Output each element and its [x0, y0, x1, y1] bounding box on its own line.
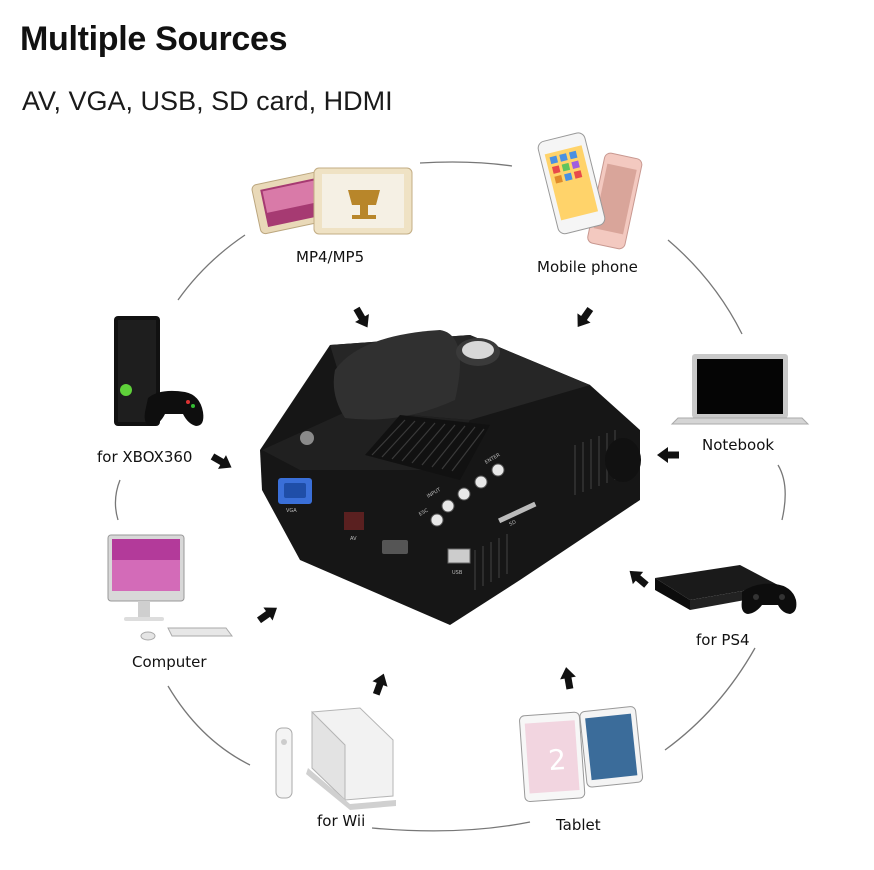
- label-notebook: Notebook: [702, 436, 775, 454]
- projector-image: [260, 330, 641, 625]
- label-wii: for Wii: [317, 812, 366, 830]
- tablet-image: 2: [519, 706, 644, 803]
- label-tablet: Tablet: [556, 816, 601, 834]
- arrows: [210, 306, 679, 696]
- notebook-image: [670, 354, 810, 425]
- arrow-from-computer: [256, 607, 278, 624]
- arrow-from-ps4: [629, 570, 649, 588]
- label-computer: Computer: [132, 653, 207, 671]
- vga-port-icon: [278, 478, 312, 504]
- mobile-phone-image: [537, 132, 643, 250]
- arrow-from-xbox: [210, 453, 232, 469]
- wii-console-image: [275, 707, 396, 810]
- control-buttons: [430, 463, 505, 527]
- arrow-from-wii: [372, 673, 388, 696]
- mp4-player-image: [251, 167, 413, 235]
- hdmi-port-icon: [382, 540, 408, 554]
- label-mobile-phone: Mobile phone: [537, 258, 638, 276]
- page-subtitle: AV, VGA, USB, SD card, HDMI: [22, 86, 393, 116]
- page-title: Multiple Sources: [20, 20, 288, 58]
- top-vent: [365, 415, 490, 480]
- arrow-from-mobile: [577, 306, 594, 328]
- xbox-console-image: [114, 316, 204, 426]
- usb-port-icon: [447, 548, 471, 564]
- label-ps4: for PS4: [696, 631, 750, 649]
- ps4-console-image: [655, 565, 797, 614]
- av-port-icon: [344, 512, 364, 530]
- svg-text:2: 2: [547, 743, 567, 777]
- label-xbox: for XBOX360: [97, 448, 193, 466]
- connection-circle: [114, 161, 786, 832]
- arrow-from-mp4: [353, 306, 369, 328]
- power-button-icon: [300, 431, 314, 445]
- sd-slot-icon: [498, 501, 537, 524]
- computer-image: [107, 534, 233, 641]
- arrow-from-tablet: [560, 667, 576, 690]
- label-mp4: MP4/MP5: [296, 248, 365, 266]
- arrow-from-notebook: [657, 447, 679, 463]
